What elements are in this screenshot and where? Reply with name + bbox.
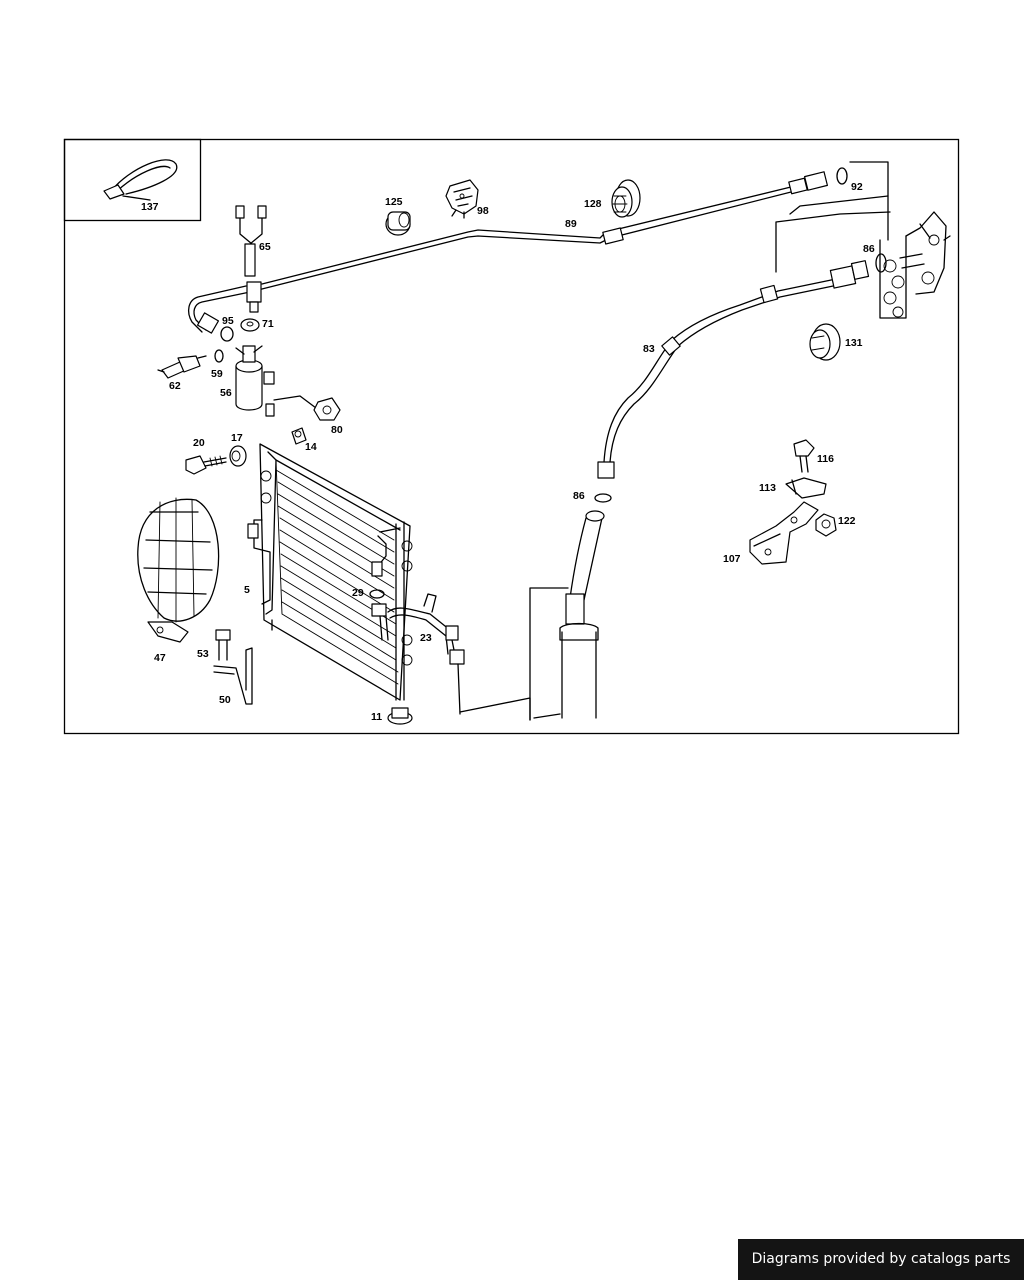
callout-65: 65 <box>259 241 271 253</box>
clip-113-icon <box>785 477 827 499</box>
o-ring-92-icon <box>836 167 848 185</box>
callout-20: 20 <box>193 437 205 449</box>
callout-95: 95 <box>222 315 234 327</box>
plug-125-icon <box>385 211 411 236</box>
callout-62: 62 <box>169 380 181 392</box>
ac-parts-diagram: 137 65 125 98 89 128 92 86 95 71 59 62 5… <box>63 138 960 735</box>
callout-116: 116 <box>817 453 834 465</box>
callout-59: 59 <box>211 368 223 380</box>
refrigerant-line-23 <box>371 593 465 715</box>
callout-50: 50 <box>219 694 231 706</box>
o-ring-86-lower-icon <box>594 493 612 503</box>
bracket-107-icon <box>749 501 819 565</box>
callout-56: 56 <box>220 387 232 399</box>
callout-11: 11 <box>371 711 382 723</box>
o-ring-95-icon <box>220 326 234 342</box>
inset-frame <box>63 138 202 222</box>
o-ring-29-icon <box>369 589 385 599</box>
cable-tie-icon <box>103 159 178 201</box>
callout-98: 98 <box>477 205 489 217</box>
pressure-switch-65-icon <box>235 205 267 313</box>
fan-shroud <box>137 497 220 643</box>
credit-banner: Diagrams provided by catalogs parts <box>738 1239 1024 1280</box>
bush-14-icon <box>291 427 307 445</box>
condenser-5 <box>247 443 413 701</box>
callout-89: 89 <box>565 218 577 230</box>
o-ring-59-icon <box>214 349 224 363</box>
callout-29: 29 <box>352 587 364 599</box>
callout-128: 128 <box>584 198 602 210</box>
callout-80: 80 <box>331 424 343 436</box>
callout-86-upper: 86 <box>863 243 875 255</box>
nut-122-icon <box>815 513 837 537</box>
callout-107: 107 <box>723 553 741 565</box>
rubber-mount-17-icon <box>229 445 247 467</box>
callout-17: 17 <box>231 432 243 444</box>
callout-23: 23 <box>420 632 432 644</box>
bolt-53-icon <box>215 629 231 661</box>
evaporator-housing <box>775 161 951 319</box>
grommet-131-icon <box>809 323 841 361</box>
nut-71-icon <box>240 318 260 332</box>
callout-5: 5 <box>244 584 250 596</box>
reservoir-56-icon <box>235 345 317 417</box>
callout-71: 71 <box>262 318 274 330</box>
callout-113: 113 <box>759 482 776 494</box>
callout-14: 14 <box>305 441 317 453</box>
callout-137: 137 <box>141 201 159 213</box>
grommet-128-icon <box>611 179 641 218</box>
refrigerant-line-89 <box>187 171 828 334</box>
sensor-62-icon <box>157 355 207 379</box>
bolt-116-icon <box>793 439 815 473</box>
bracket-50-icon <box>213 647 253 705</box>
receiver-drier <box>459 510 605 721</box>
callout-83: 83 <box>643 343 655 355</box>
callout-53: 53 <box>197 648 209 660</box>
callout-131: 131 <box>845 337 863 349</box>
o-ring-86-upper-icon <box>875 253 887 273</box>
diagram-frame <box>63 138 960 735</box>
callout-125: 125 <box>385 196 403 208</box>
refrigerant-line-83 <box>597 260 870 479</box>
connector-98-icon <box>445 179 479 219</box>
callout-92: 92 <box>851 181 863 193</box>
screw-20-icon <box>185 455 227 475</box>
nut-80-icon <box>313 397 341 421</box>
callout-86-lower: 86 <box>573 490 585 502</box>
callout-122: 122 <box>838 515 856 527</box>
grommet-11-icon <box>387 707 413 725</box>
callout-47: 47 <box>154 652 166 664</box>
